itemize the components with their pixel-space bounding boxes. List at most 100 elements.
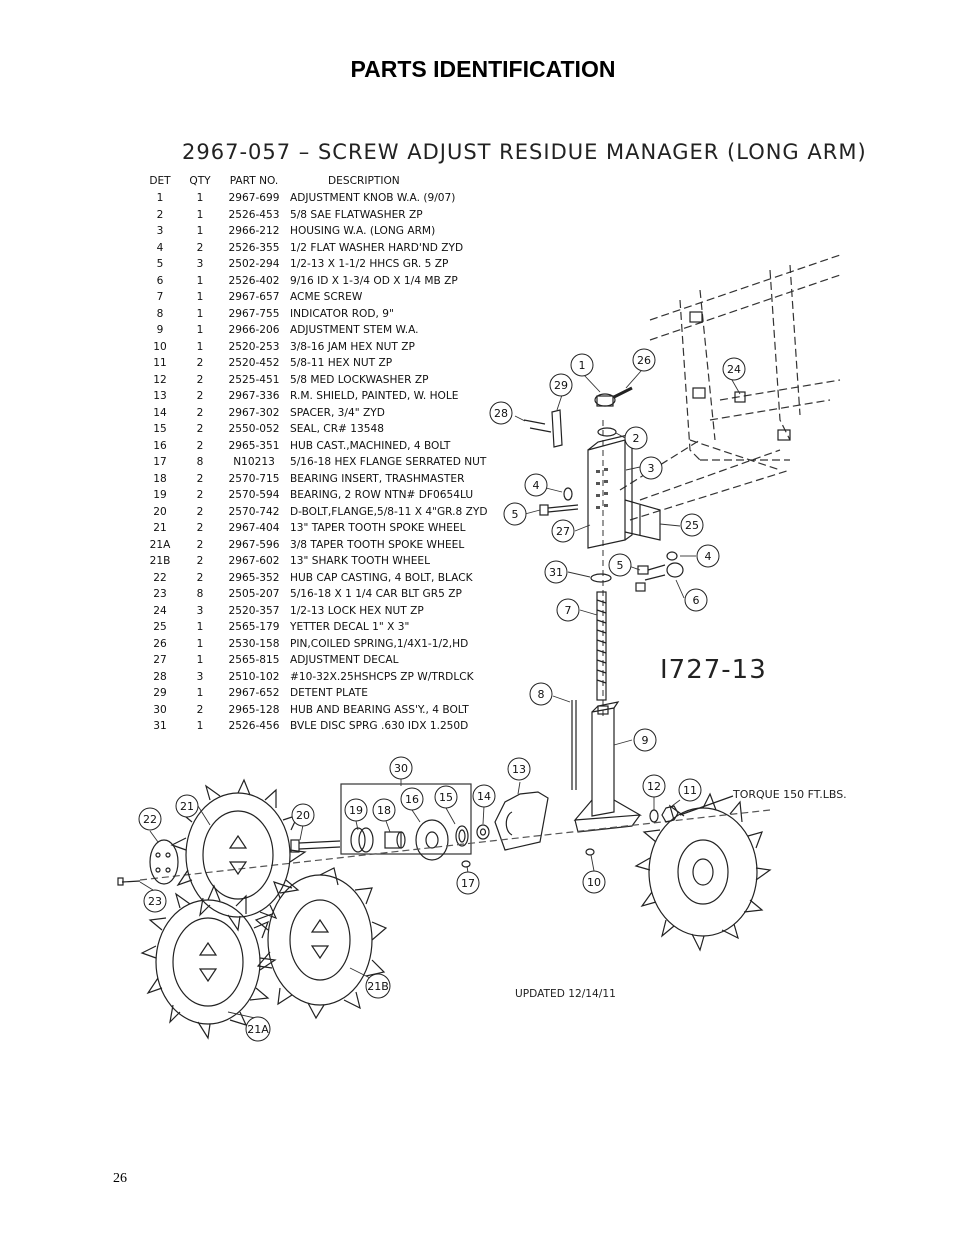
cell-qty: 1 [196,324,204,337]
callout-label: 3 [648,462,655,475]
callout-3 [639,456,663,480]
cell-det: 10 [153,340,167,353]
cell-part-no: 2570-742 [228,505,280,518]
callout-label: 4 [533,479,540,492]
hub-bearing-assembly-30-box [340,783,472,855]
cell-det: 1 [156,192,164,205]
wheel-21 [170,778,307,932]
cell-description: HUB CAST.,MACHINED, 4 BOLT [290,439,451,452]
hex-nut-11 [661,805,679,823]
callout-4b [696,544,720,568]
cell-det: 31 [153,720,167,733]
cell-part-no: 2965-351 [228,439,280,452]
cell-det: 21A [149,538,171,551]
callout-24 [722,357,746,381]
cell-qty: 1 [196,637,204,650]
callout-25 [680,513,704,537]
cell-qty: 8 [196,456,204,469]
cell-part-no: 2967-602 [228,555,280,568]
callout-21a [245,1016,271,1042]
callout-6 [684,588,708,612]
callout-2 [624,426,648,450]
callout-label: 5 [512,508,519,521]
callout-label: 25 [685,519,699,532]
cell-part-no: 2526-456 [228,720,280,733]
callout-label: 15 [439,791,453,804]
callout-21 [175,794,199,818]
cell-det: 16 [153,439,167,452]
cell-part-no: 2966-212 [228,225,280,238]
callout-label: 14 [477,790,491,803]
carriage-bolt-23 [117,877,141,886]
cell-qty: 1 [196,720,204,733]
callout-label: 11 [683,784,697,797]
callout-5a [503,502,527,526]
washer-4-left [563,487,573,501]
callout-15 [434,785,458,809]
cell-description: HOUSING W.A. (LONG ARM) [290,225,436,238]
callout-circles [138,348,746,1042]
cell-det: 28 [153,670,167,683]
cell-det: 15 [153,423,167,436]
cell-part-no: 2525-451 [228,373,280,386]
header-det: DET [149,175,171,187]
cell-qty: 2 [196,489,204,502]
cell-description: 1/2-13 LOCK HEX NUT ZP [290,604,424,617]
cell-qty: 1 [196,208,204,221]
cell-description: #10-32X.25HSHCPS ZP W/TRDLCK [290,670,474,683]
cell-qty: 2 [196,472,204,485]
cell-qty: 1 [196,687,204,700]
callout-label: 8 [538,688,545,701]
callout-23 [143,889,167,913]
d-bolt-20 [290,839,341,853]
wheel-right [634,792,772,952]
cell-qty: 1 [196,192,204,205]
flange-nut-17 [461,860,471,868]
callout-label: 21A [247,1023,269,1036]
cell-part-no: 2530-158 [228,637,280,650]
cell-det: 19 [153,489,167,502]
callout-13 [507,757,531,781]
cell-qty: 2 [196,390,204,403]
callout-label: 20 [296,809,310,822]
callout-label: 2 [633,432,640,445]
cell-det: 4 [156,241,164,254]
cell-det: 23 [153,588,167,601]
callout-26 [632,348,656,372]
cell-qty: 2 [196,571,204,584]
cell-description: HUB CAP CASTING, 4 BOLT, BLACK [290,571,473,584]
torque-leader [679,795,734,816]
cell-qty: 3 [196,604,204,617]
adjustment-knob-1 [594,386,633,407]
spacer-14 [476,824,490,840]
callout-label: 21B [367,980,389,993]
cell-description: ADJUSTMENT KNOB W.A. (9/07) [290,192,456,205]
cell-description: 5/8-11 HEX NUT ZP [290,357,393,370]
callout-label: 23 [148,895,162,908]
cell-description: ADJUSTMENT STEM W.A. [290,324,419,337]
cell-det: 11 [153,357,167,370]
callout-label: 10 [587,876,601,889]
bearing-19 [350,827,374,853]
frame-bracket [619,254,841,521]
callout-5b [608,553,632,577]
wheel-21b [254,867,388,1020]
cell-qty: 2 [196,423,204,436]
cell-part-no: 2967-596 [228,538,280,551]
callout-18 [372,798,396,822]
callout-22 [138,807,162,831]
callout-label: 12 [647,780,661,793]
